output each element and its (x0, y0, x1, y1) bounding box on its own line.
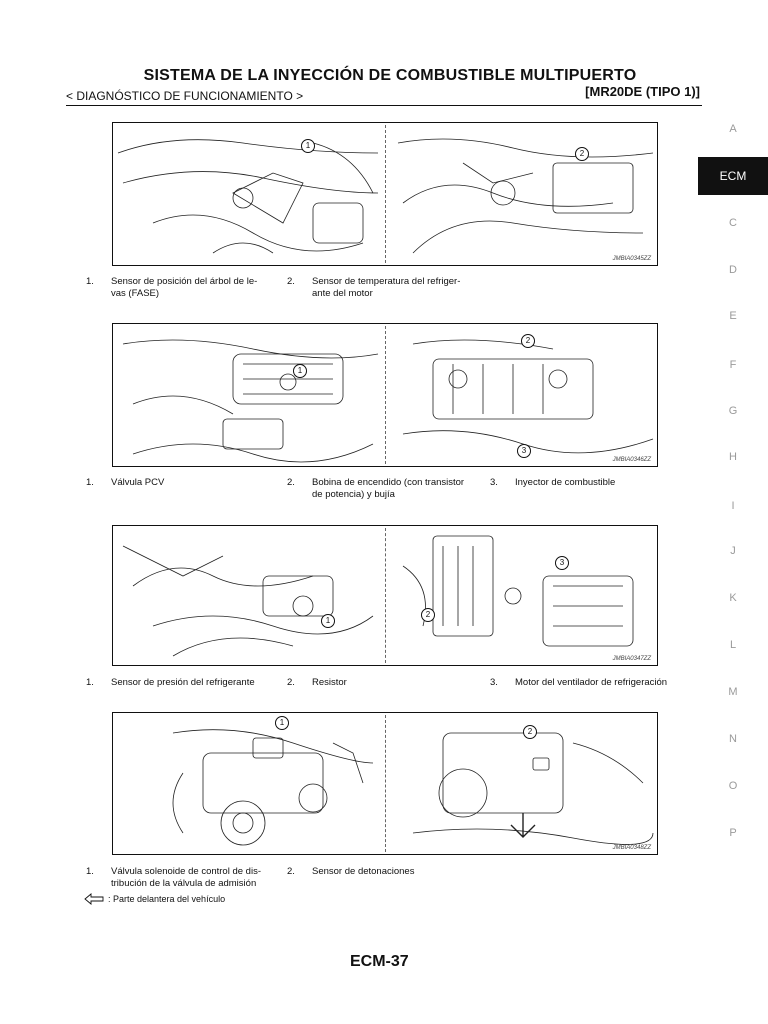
page-number: ECM-37 (350, 953, 409, 970)
callout-1: 1 (321, 614, 335, 628)
engine-illustration-1 (117, 138, 654, 254)
figure-code: JMBIA0346ZZ (612, 457, 651, 463)
index-letter[interactable]: I (731, 500, 735, 512)
engine-illustration-4 (172, 729, 654, 846)
figure-code: JMBIA0345ZZ (612, 256, 651, 262)
section-name: < DIAGNÓSTICO DE FUNCIONAMIENTO > (66, 89, 304, 103)
index-letter[interactable]: A (729, 123, 737, 135)
figure-3: 1 2 3 JMBIA0347ZZ (112, 525, 658, 666)
engine-illustration-2 (122, 339, 654, 463)
index-letter[interactable]: O (728, 780, 738, 792)
figure-code: JMBIA0347ZZ (612, 656, 651, 662)
front-arrow-icon (84, 893, 104, 905)
engine-illustration-3 (122, 535, 634, 657)
index-letter[interactable]: D (729, 264, 737, 276)
callout-3: 3 (517, 444, 531, 458)
model-label: [MR20DE (TIPO 1)] (585, 84, 700, 99)
index-letter[interactable]: K (729, 592, 737, 604)
index-letter[interactable]: E (729, 310, 737, 322)
index-letter[interactable]: H (729, 451, 737, 463)
figure-2: 1 2 3 JMBIA0346ZZ (112, 323, 658, 467)
section-header: < DIAGNÓSTICO DE FUNCIONAMIENTO > [MR20D… (66, 84, 702, 106)
index-letter[interactable]: C (729, 217, 737, 229)
index-letter[interactable]: N (729, 733, 737, 745)
callout-2: 2 (575, 147, 589, 161)
index-letter[interactable]: L (729, 639, 737, 651)
callout-2: 2 (421, 608, 435, 622)
callout-2: 2 (521, 334, 535, 348)
index-letter[interactable]: J (730, 545, 736, 557)
index-letter[interactable]: P (729, 827, 737, 839)
callout-3: 3 (555, 556, 569, 570)
figure-code: JMBIA0348ZZ (612, 845, 651, 851)
figure-4: 1 2 JMBIA0348ZZ (112, 712, 658, 855)
index-letter[interactable]: F (729, 359, 737, 371)
index-letter[interactable]: G (728, 405, 738, 417)
callout-1: 1 (275, 716, 289, 730)
callout-1: 1 (293, 364, 307, 378)
figure-1: 1 2 JMBIA0345ZZ (112, 122, 658, 266)
index-letter[interactable]: M (728, 686, 738, 698)
index-tab-active[interactable]: ECM (698, 157, 768, 195)
callout-1: 1 (301, 139, 315, 153)
page-title: SISTEMA DE LA INYECCIÓN DE COMBUSTIBLE M… (143, 67, 637, 84)
callout-2: 2 (523, 725, 537, 739)
